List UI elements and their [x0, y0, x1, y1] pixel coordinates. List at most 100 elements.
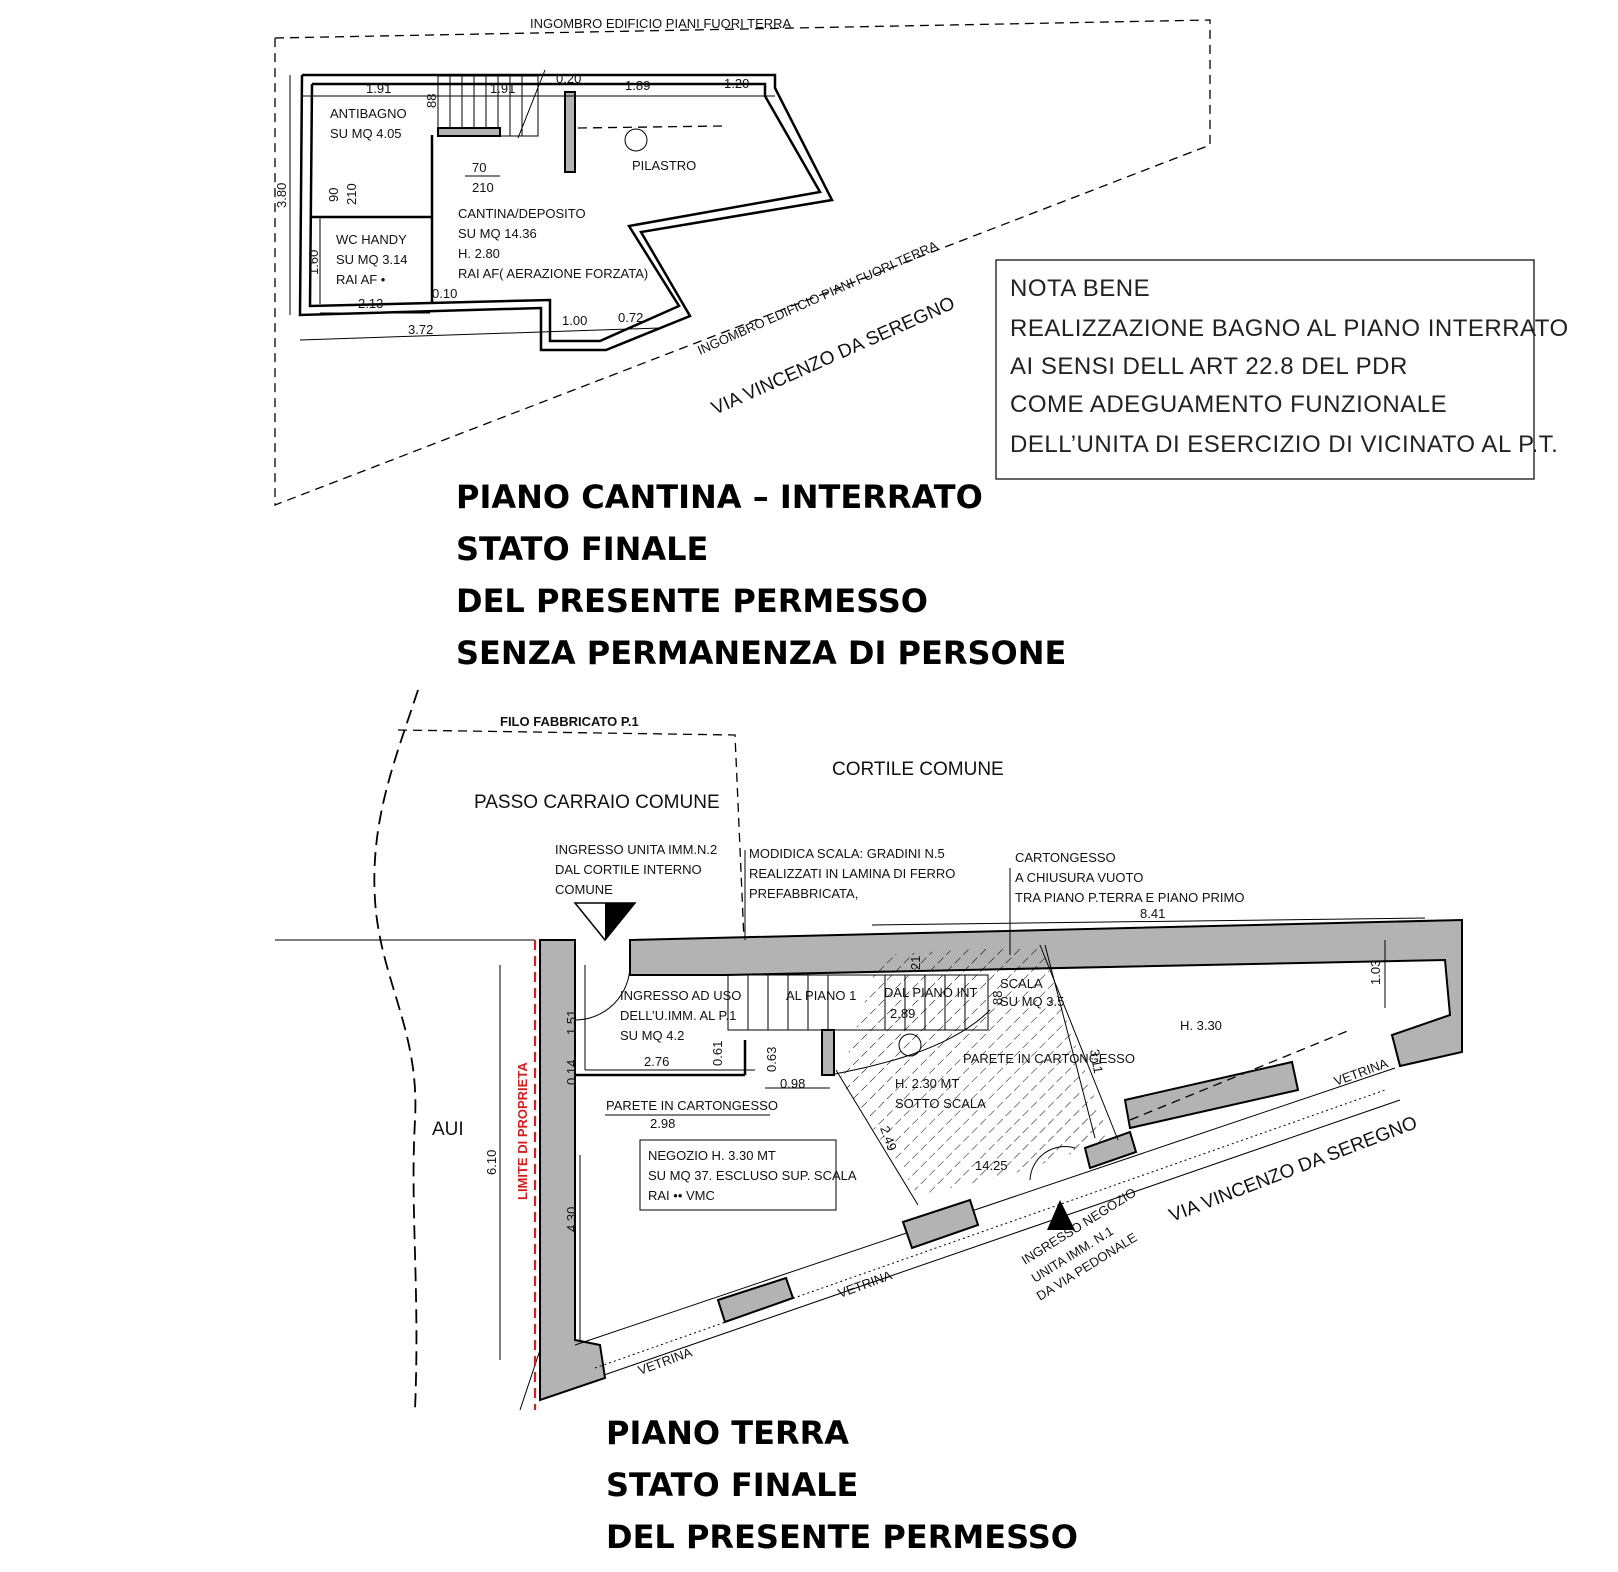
ground-dim-841: 8.41	[1140, 906, 1165, 921]
pier-vetrina-3	[1083, 1130, 1138, 1170]
basement-dim-12: 1.00	[562, 313, 587, 328]
note-line-3: AI SENSI DELL ART 22.8 DEL PDR	[1010, 353, 1408, 380]
basement-dim-3: 0.20	[556, 71, 581, 86]
filo-fabbricato-label: FILO FABBRICATO P.1	[500, 714, 639, 729]
ground-title-line-1: PIANO TERRA	[606, 1414, 849, 1452]
vetrina-label-3: VETRINA	[1332, 1055, 1390, 1088]
under-stair-hatch	[840, 945, 1110, 1195]
vetrina-label-1: VETRINA	[636, 1344, 694, 1377]
ground-dim-610: 6.10	[484, 1150, 499, 1175]
basement-street-label: VIA VINCENZO DA SEREGNO	[708, 293, 958, 420]
diagonal-partition	[835, 1069, 919, 1206]
al-piano-1-label: AL PIANO 1	[786, 988, 856, 1003]
basement-dim-10: 0.10	[432, 286, 457, 301]
basement-dim-11: 3.72	[408, 322, 433, 337]
ground-dim-063: 0.63	[764, 1047, 779, 1072]
filo-fabbricato-line	[397, 729, 745, 941]
cantina-height: H. 2.80	[458, 246, 500, 261]
ground-dim-014: 0.14	[564, 1060, 579, 1085]
cantina-door-width: 70	[472, 160, 486, 175]
ingresso-unita-line-3: COMUNE	[555, 882, 613, 897]
basement-beam-line	[577, 125, 723, 129]
ground-dim-311: 3.11	[1087, 1048, 1106, 1075]
south-facade-inner	[574, 1067, 1396, 1346]
ingresso-uso-line-1: INGRESSO AD USO	[620, 988, 741, 1003]
basement-title-line-2: STATO FINALE	[456, 530, 708, 568]
basement-dim-2: 1.91	[490, 81, 515, 96]
pier-vetrina-2	[901, 1198, 980, 1250]
pilastro-label: PILASTRO	[632, 158, 696, 173]
basement-title-line-1: PIANO CANTINA – INTERRATO	[456, 478, 983, 516]
ground-dim-098: 0.98	[780, 1076, 805, 1091]
basement-dim-1: 1.91	[366, 81, 391, 96]
pier-vetrina-1	[716, 1276, 795, 1324]
ground-plan: FILO FABBRICATO P.1 CORTILE COMUNE PASSO…	[275, 689, 1463, 1411]
ingresso-unita-line-2: DAL CORTILE INTERNO	[555, 862, 702, 877]
ground-dim-298: 2.98	[650, 1116, 675, 1131]
antibagno-area: SU MQ 4.05	[330, 126, 402, 141]
basement-dim-8: 1.60	[306, 250, 321, 275]
west-wall	[539, 939, 607, 1402]
negozio-line-1: NEGOZIO H. 3.30 MT	[648, 1148, 776, 1163]
ground-dim-1425: 14.25	[975, 1158, 1008, 1173]
ingresso-unita-arrow-fill	[605, 903, 635, 940]
cantina-area: SU MQ 14.36	[458, 226, 537, 241]
stair-post	[821, 1029, 835, 1076]
basement-dimension-lines	[289, 75, 775, 341]
passage-edge-curve	[373, 689, 419, 1411]
modifica-scala-line-3: PREFABBRICATA,	[749, 886, 858, 901]
aui-label: AUI	[432, 1119, 464, 1140]
ground-beam-line	[1129, 1029, 1351, 1121]
negozio-line-2: SU MQ 37. ESCLUSO SUP. SCALA	[648, 1168, 857, 1183]
basement-dim-6: 88	[424, 94, 439, 108]
basement-title: PIANO CANTINA – INTERRATO STATO FINALE D…	[456, 478, 1066, 672]
entrance-door-south	[1029, 1146, 1076, 1181]
dal-piano-int-label: DAL PIANO INT	[884, 985, 977, 1000]
basement-dim-9: 2.13	[358, 296, 383, 311]
ground-title-line-3: DEL PRESENTE PERMESSO	[606, 1518, 1078, 1556]
basement-outline-label-top: INGOMBRO EDIFICIO PIANI FUORI TERRA	[530, 16, 792, 31]
ground-dimension-lines	[499, 868, 1426, 1360]
ground-street-label: VIA VINCENZO DA SEREGNO	[1166, 1112, 1420, 1226]
sotto-scala-line-1: H. 2.30 MT	[895, 1076, 959, 1091]
ground-dim-88: 88	[990, 991, 1005, 1005]
modifica-scala-line-1: MODIDICA SCALA: GRADINI N.5	[749, 846, 945, 861]
wc-door-width: 90	[326, 188, 341, 202]
ingresso-unita-line-1: INGRESSO UNITA IMM.N.2	[555, 842, 717, 857]
basement-outer-wall	[298, 73, 834, 352]
ground-dim-289: 2.89	[890, 1006, 915, 1021]
cantina-rai: RAI AF( AERAZIONE FORZATA)	[458, 266, 648, 281]
ground-dim-276: 2.76	[644, 1054, 669, 1069]
cartongesso-line-1: CARTONGESSO	[1015, 850, 1116, 865]
ground-title: PIANO TERRA STATO FINALE DEL PRESENTE PE…	[606, 1414, 1078, 1556]
modifica-scala-line-2: REALIZZATI IN LAMINA DI FERRO	[749, 866, 955, 881]
negozio-box	[639, 1139, 837, 1211]
cantina-name: CANTINA/DEPOSITO	[458, 206, 586, 221]
ground-dim-151: 1.51	[564, 1010, 579, 1035]
ingresso-uso-line-3: SU MQ 4.2	[620, 1028, 684, 1043]
ground-dim-21: 21	[908, 956, 923, 970]
wc-area: SU MQ 3.14	[336, 252, 408, 267]
pilastro-circle	[624, 128, 648, 152]
note-box: NOTA BENE REALIZZAZIONE BAGNO AL PIANO I…	[995, 259, 1569, 480]
antibagno-name: ANTIBAGNO	[330, 106, 407, 121]
parete-cartongesso-label-1: PARETE IN CARTONGESSO	[606, 1098, 778, 1113]
cortile-comune-label: CORTILE COMUNE	[832, 759, 1004, 780]
basement-dim-5: 1.20	[724, 76, 749, 91]
pillar-circle	[898, 1033, 922, 1057]
cartongesso-line-3: TRA PIANO P.TERRA E PIANO PRIMO	[1015, 890, 1244, 905]
vetrina-label-2: VETRINA	[836, 1267, 894, 1300]
ingresso-negozio-arrow	[1047, 1200, 1075, 1230]
sotto-scala-line-2: SOTTO SCALA	[895, 1096, 986, 1111]
basement-wall-stub	[564, 91, 576, 173]
wc-rai: RAI AF •	[336, 272, 386, 287]
pier-vetrina-4	[1123, 1060, 1300, 1130]
parete-cartongesso-label-2: PARETE IN CARTONGESSO	[963, 1051, 1135, 1066]
basement-outline-label-diagonal: INGOMBRO EDIFICIO PIANI FUORI TERRA	[695, 238, 940, 358]
note-line-1: NOTA BENE	[1010, 275, 1150, 302]
wc-name: WC HANDY	[336, 232, 407, 247]
note-line-2: REALIZZAZIONE BAGNO AL PIANO INTERRATO	[1010, 315, 1569, 342]
basement-dim-7: 3.80	[274, 183, 289, 208]
scala-line-1: SCALA	[1000, 976, 1043, 991]
